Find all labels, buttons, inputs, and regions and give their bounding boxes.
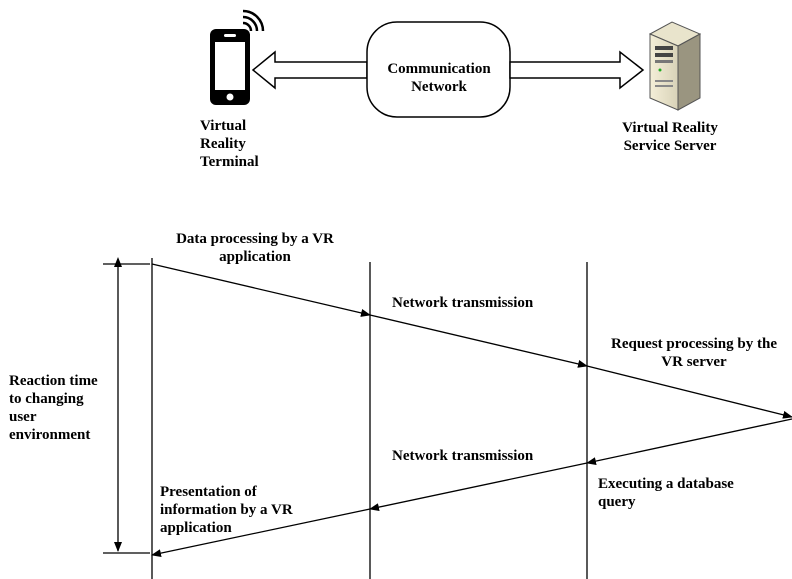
reaction-time-bracket <box>103 257 150 554</box>
message-arrow-1 <box>151 263 371 317</box>
message-arrow-4 <box>586 418 792 466</box>
step-label-6: Presentation of information by a VR appl… <box>160 484 293 536</box>
server-label: Virtual Reality Service Server <box>622 120 718 154</box>
message-arrow-6 <box>151 508 371 558</box>
message-arrow-2 <box>369 314 588 368</box>
bidirectional-arrow-left <box>251 50 368 90</box>
reaction-time-label: Reaction time to changing user environme… <box>9 373 98 443</box>
step-label-5: Executing a database query <box>598 476 734 510</box>
network-label: Communication Network <box>387 61 491 95</box>
step-label-1: Data processing by a VR application <box>176 231 334 265</box>
server-tower-icon <box>648 21 702 111</box>
bidirectional-arrow-right <box>509 50 645 90</box>
smartphone-wifi-icon <box>210 9 265 105</box>
message-arrow-5 <box>369 462 588 512</box>
message-arrow-3 <box>586 365 792 419</box>
step-label-4: Network transmission <box>392 448 534 464</box>
step-label-3: Request processing by the VR server <box>611 336 777 370</box>
step-label-2: Network transmission <box>392 295 534 311</box>
terminal-label: Virtual Reality Terminal <box>200 118 259 170</box>
